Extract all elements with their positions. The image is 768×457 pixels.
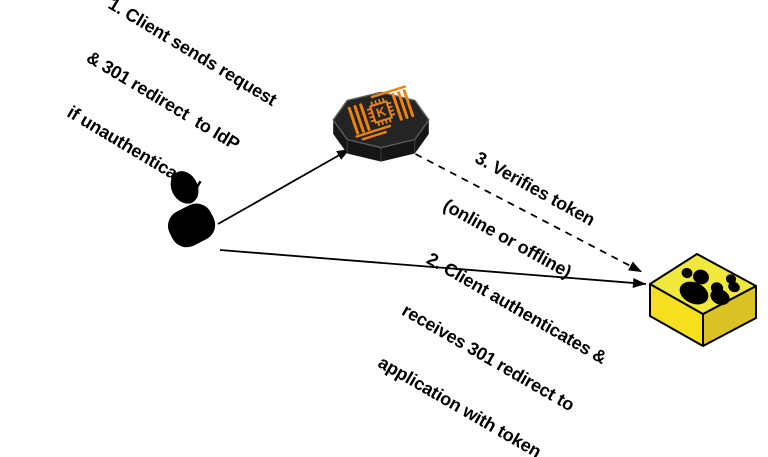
arrow-verifier-to-idp-dashed (403, 147, 643, 273)
user-body (679, 281, 709, 305)
users-group-icon (679, 267, 740, 305)
chip-side-bars (347, 89, 415, 135)
token-verifier-node: K (332, 85, 430, 162)
user-head (693, 269, 709, 285)
chip-pins (366, 97, 396, 127)
person-head (170, 171, 199, 204)
user-head (681, 267, 693, 279)
user-body (728, 281, 740, 293)
arrow-client-to-idp (219, 249, 647, 288)
chip-k-icon: K (347, 85, 415, 141)
chip-trace-lines (355, 85, 407, 141)
person-icon (167, 171, 216, 248)
person-body (167, 203, 216, 248)
user-body (710, 289, 730, 305)
hexagon-side-seams (346, 139, 416, 162)
edge-label-line: receives 301 redirect to (398, 300, 578, 416)
chip-outline (368, 100, 394, 124)
arrow-client-to-verifier (217, 148, 351, 225)
user-head (725, 274, 737, 284)
